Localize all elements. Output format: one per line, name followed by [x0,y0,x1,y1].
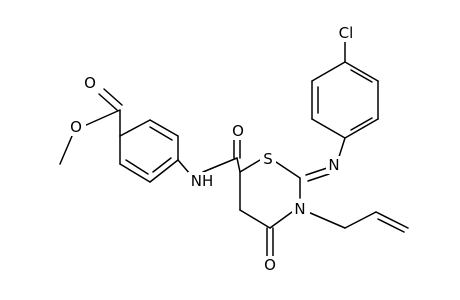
atom-nh: NH [188,172,216,190]
svg-text:N: N [328,156,339,174]
bond [202,157,238,173]
bond [239,209,271,229]
svg-text:N: N [294,200,305,218]
bond [377,218,405,233]
bond [149,159,179,183]
atom-o-ester-carbonyl: O [82,74,100,92]
atom-n-ring: N [292,200,310,218]
bond [236,157,241,173]
bond [83,109,121,127]
bond [149,126,173,141]
bond [375,211,409,229]
atom-s: S [260,150,276,168]
bond [344,211,377,229]
bond [350,117,373,131]
bond [119,119,151,137]
bond [149,119,179,137]
bond [311,61,346,82]
bond [350,69,373,83]
svg-text:S: S [263,150,273,168]
svg-text:O: O [232,122,244,140]
bond [152,157,172,173]
bond [59,135,73,165]
bond [125,159,149,175]
bond [344,61,379,82]
svg-text:NH: NH [191,172,214,190]
svg-text:O: O [84,74,96,92]
bond [103,88,123,106]
atom-o-ester: O [68,118,86,136]
atom-labels: Cl S N N NH O O O [68,24,358,274]
svg-text:Cl: Cl [339,24,354,42]
bond [177,159,191,175]
atom-o-amide: O [230,122,248,140]
atom-cl: Cl [334,24,358,42]
bond [307,173,330,182]
bond [311,118,346,139]
bond [305,167,328,176]
bond [119,163,151,183]
atom-n-imine: N [326,156,344,174]
bond [344,118,379,139]
bond-layer [59,39,409,257]
atom-o-ring: O [262,256,280,274]
bond [269,211,293,229]
bond [307,211,346,229]
bond [275,161,301,179]
svg-text:O: O [70,118,82,136]
bond [98,93,118,111]
bond [239,159,261,173]
svg-text:O: O [264,256,276,274]
